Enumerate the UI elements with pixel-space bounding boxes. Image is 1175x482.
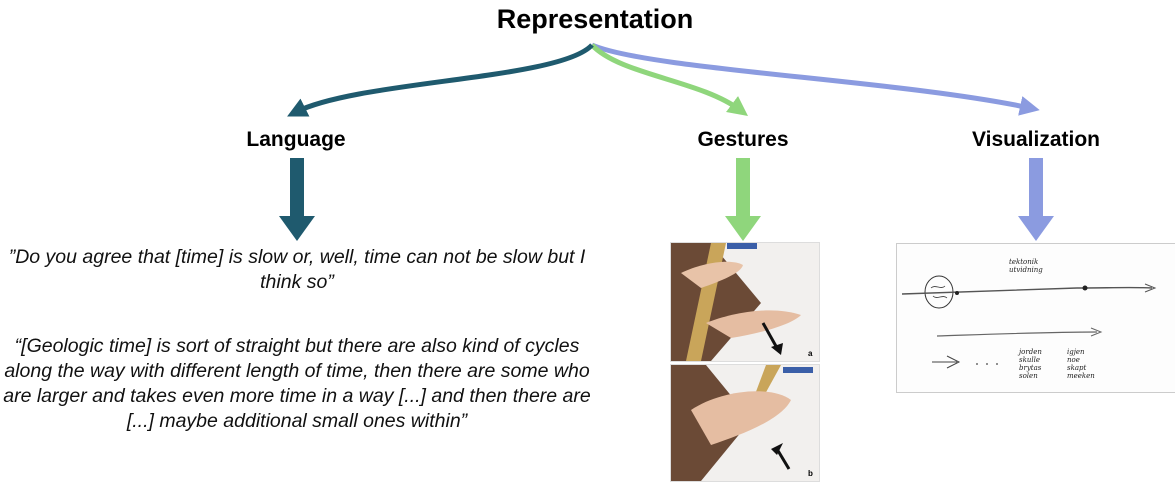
hand-gesture-illustration	[671, 365, 819, 481]
visualization-down-arrow-shaft	[1029, 158, 1043, 218]
sketch-note-right: igjen noe skapt meeken	[1067, 348, 1095, 380]
visualization-sketch: tektonik utvidning jorden skulle brytas …	[896, 243, 1175, 393]
language-quote-1: ”Do you agree that [time] is slow or, we…	[8, 246, 586, 293]
arrow-to-gestures	[590, 43, 749, 116]
sketch-note-jorden: jorden skulle brytas solen	[1019, 348, 1042, 380]
language-down-arrow-head	[279, 216, 315, 241]
arrow-to-visualization	[591, 42, 1040, 116]
gestures-down-arrow-head	[725, 216, 761, 241]
photo-a-label: a	[808, 349, 813, 358]
arrow-to-language	[287, 43, 594, 117]
gesture-photo-a: a	[670, 242, 820, 362]
gesture-photo-b: b	[670, 364, 820, 482]
sketch-note-top: tektonik utvidning	[1009, 258, 1043, 274]
photo-b-label: b	[808, 469, 813, 478]
hand-gesture-illustration	[671, 243, 819, 361]
branch-label-gestures: Gestures	[697, 128, 789, 151]
branch-label-visualization: Visualization	[972, 128, 1100, 151]
diagram-title: Representation	[0, 4, 1175, 35]
hand-drawn-sketch	[901, 275, 1157, 369]
language-down-arrow-shaft	[290, 158, 304, 218]
gestures-down-arrow-shaft	[736, 158, 750, 218]
branch-label-language: Language	[246, 128, 346, 151]
visualization-down-arrow-head	[1018, 216, 1054, 241]
title-text: Representation	[496, 4, 694, 34]
language-quote-2: “[Geologic time] is sort of straight but…	[3, 335, 591, 432]
